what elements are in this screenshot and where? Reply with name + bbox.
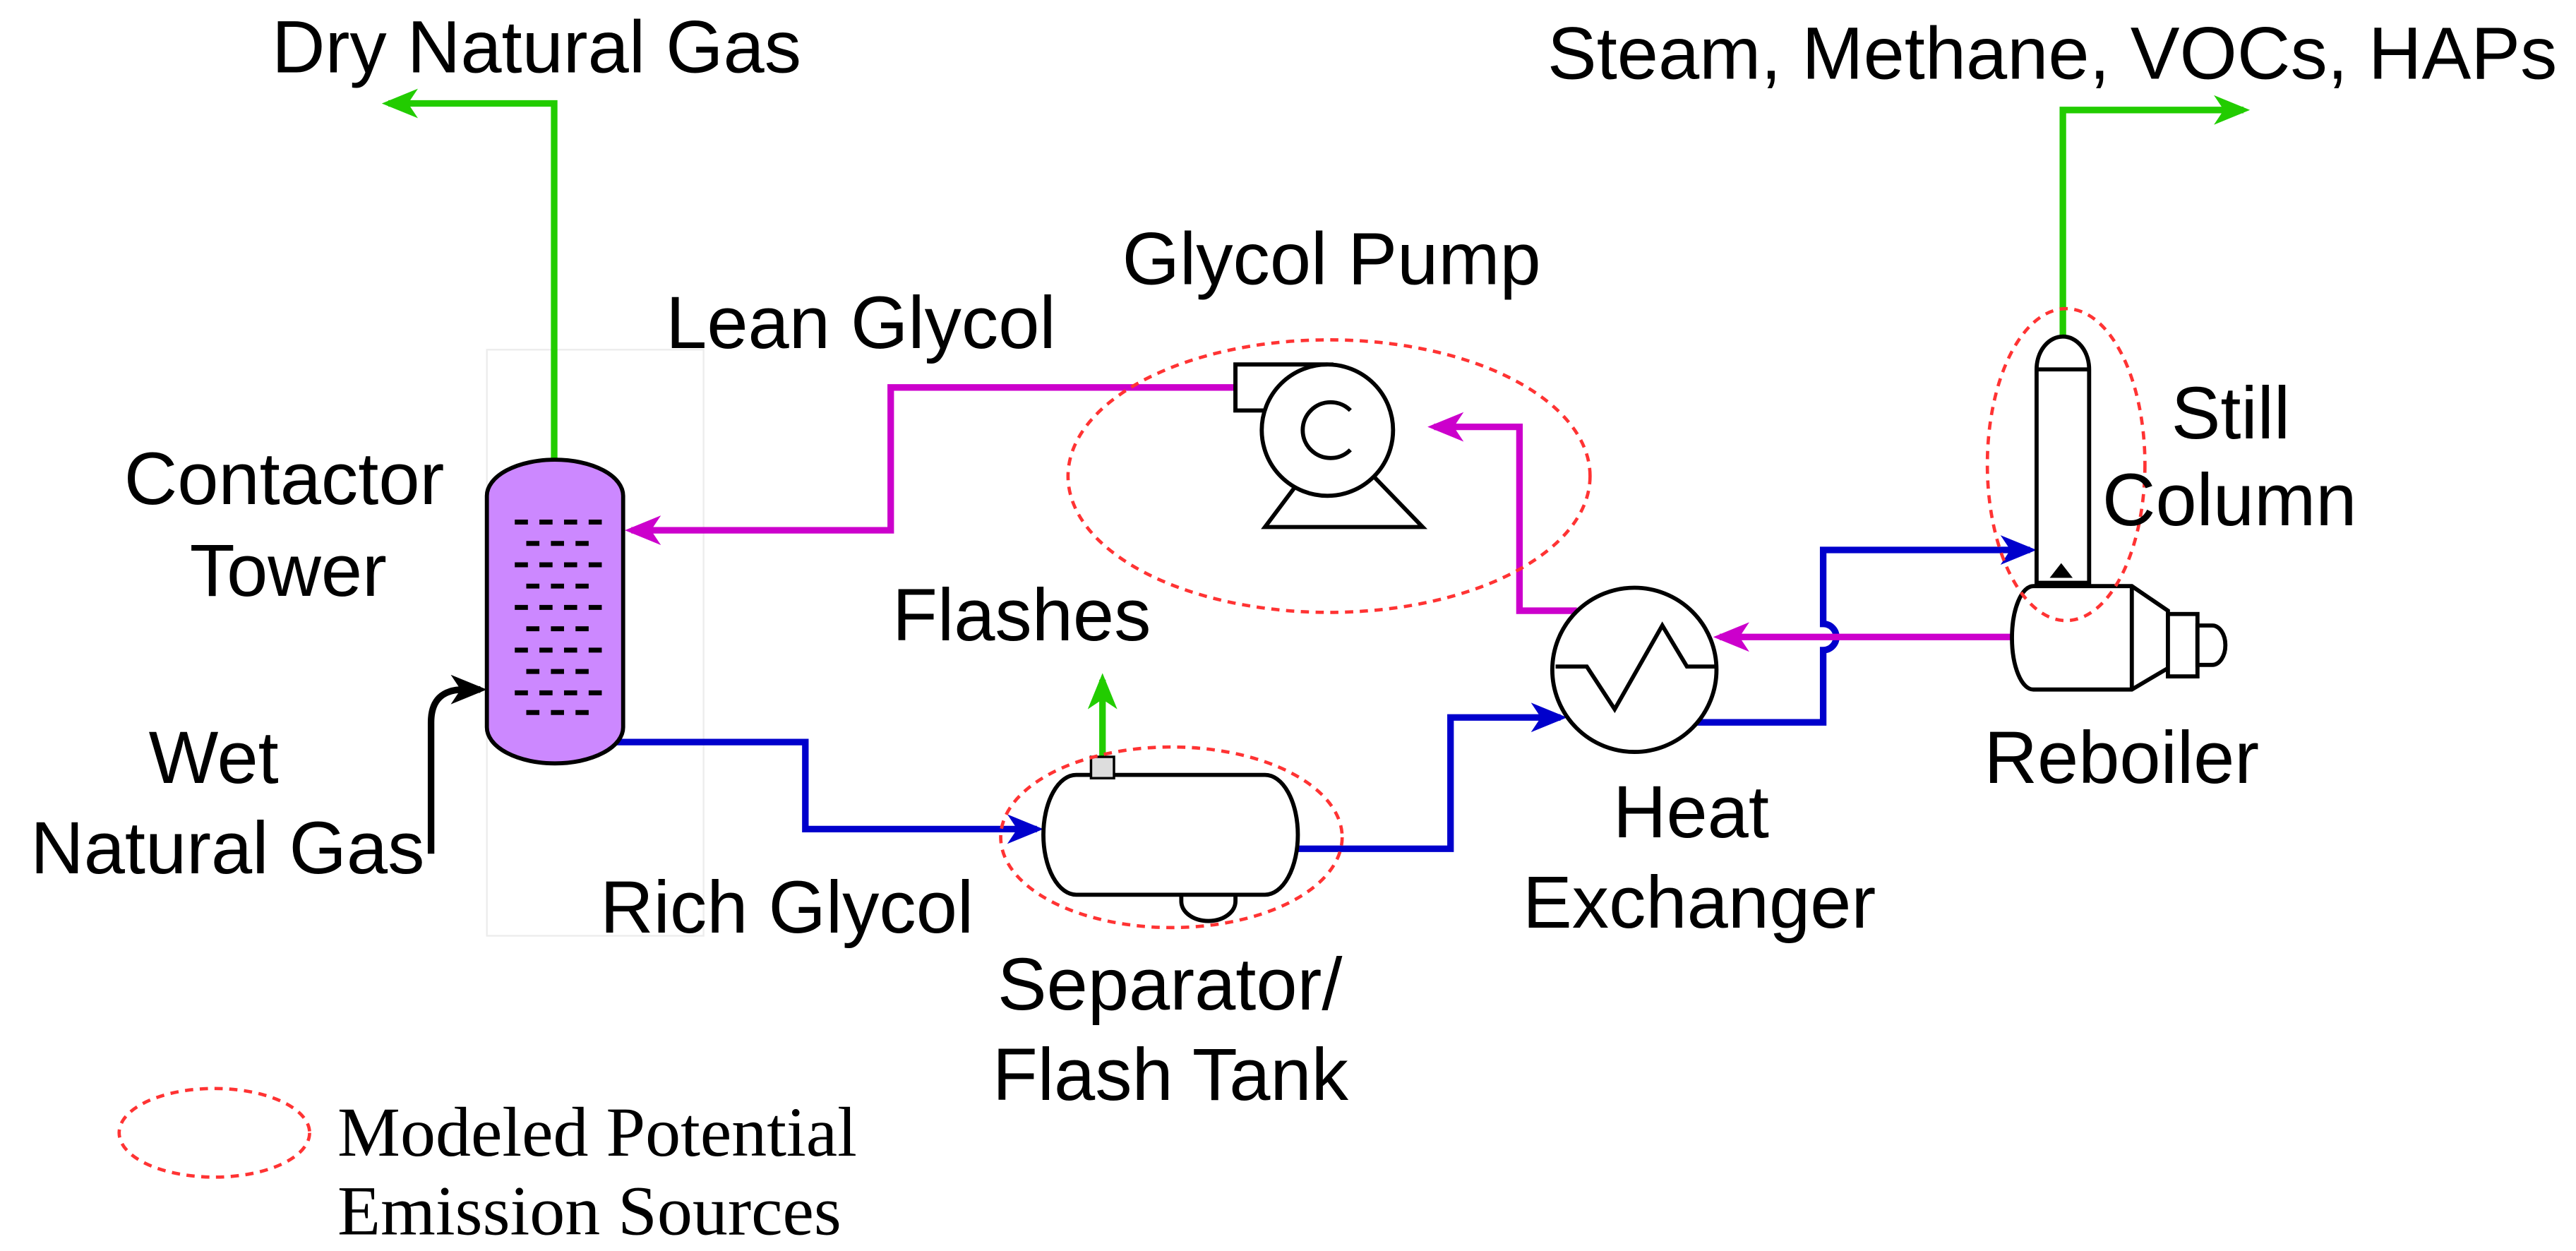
separator-label-line2: Flash Tank [993, 1034, 1349, 1116]
reboiler [2010, 584, 2228, 692]
heat-exchanger-label-line2: Exchanger [1523, 861, 1876, 944]
contactor-tower-label-line1: Contactor [124, 438, 445, 520]
separator-vent-nozzle [1089, 755, 1115, 780]
separator-boot [1179, 894, 1238, 923]
rich-glycol-label: Rich Glycol [600, 866, 974, 949]
flashes-label: Flashes [892, 574, 1151, 657]
emission-source-marker-pump [1066, 338, 1592, 614]
still-column-vessel [2035, 334, 2092, 585]
wet-gas-inlet-stream [427, 674, 487, 854]
still-vent-stream [2059, 95, 2251, 337]
rich-glycol-to-heat-exchanger-stream [1298, 702, 1567, 852]
legend: Modeled Potential Emission Sources [117, 1087, 857, 1250]
separator-flash-tank [1041, 755, 1300, 923]
still-column-label-line2: Column [2102, 459, 2357, 541]
separator-vessel [1041, 772, 1300, 897]
contactor-tower [484, 457, 625, 766]
contactor-tower-vessel [484, 457, 625, 766]
heat-exchanger [1550, 585, 1719, 754]
glycol-pump-label: Glycol Pump [1122, 217, 1541, 300]
lean-glycol-to-contactor-stream [625, 384, 1236, 546]
reboiler-end-cap [2195, 623, 2228, 667]
legend-text-line2: Emission Sources [337, 1172, 841, 1250]
pump-base [1261, 474, 1428, 529]
legend-symbol [117, 1087, 311, 1179]
emission-source-marker-separator [999, 745, 1344, 930]
heat-exchanger-label-line1: Heat [1613, 771, 1769, 854]
rich-glycol-to-separator-stream [616, 738, 1044, 844]
still-column [2035, 334, 2092, 585]
still-vent-label: Steam, Methane, VOCs, HAPs [1547, 13, 2557, 95]
lean-glycol-to-pump-stream [1427, 412, 1577, 614]
dry-natural-gas-label: Dry Natural Gas [272, 6, 801, 88]
pump-casing [1259, 362, 1396, 498]
dry-gas-stream [381, 88, 558, 460]
reboiler-label: Reboiler [1984, 717, 2259, 799]
heat-exchanger-coil-icon [1555, 621, 1715, 714]
still-column-triangle-icon [2049, 563, 2073, 578]
reboiler-flange [2166, 611, 2200, 678]
wet-natural-gas-label-line2: Natural Gas [30, 807, 424, 890]
pump-discharge-outline [1233, 362, 1328, 413]
reboiler-vessel [2010, 584, 2170, 692]
separator-label-line1: Separator/ [998, 943, 1343, 1026]
contactor-packing [515, 520, 602, 715]
emission-source-marker-still [1985, 306, 2147, 623]
heat-exchanger-shell [1550, 585, 1719, 754]
lean-glycol-label: Lean Glycol [666, 282, 1056, 364]
glycol-pump [1233, 362, 1428, 529]
contactor-tower-label-line2: Tower [190, 529, 387, 612]
still-column-label-line1: Still [2171, 372, 2291, 455]
wet-natural-gas-label-line1: Wet [149, 717, 279, 799]
legend-text-line1: Modeled Potential [337, 1093, 857, 1171]
pump-impeller-icon [1300, 400, 1352, 460]
